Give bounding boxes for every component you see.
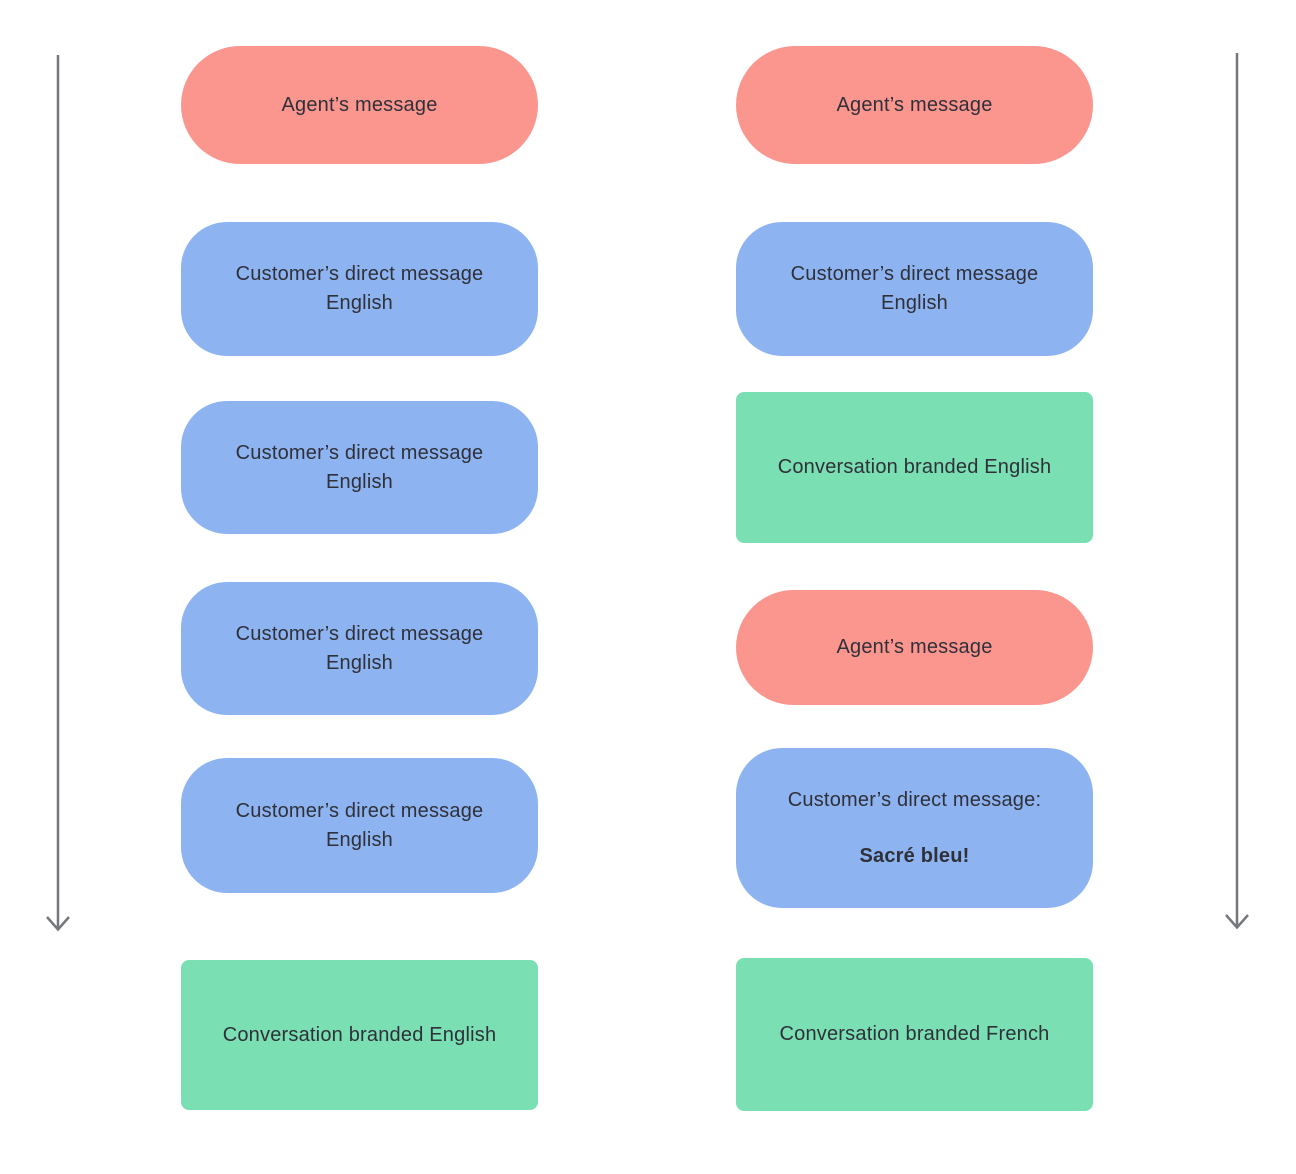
customer-message-bubble: Customer’s direct message English	[181, 401, 538, 534]
customer-message-bubble: Customer’s direct message English	[181, 758, 538, 893]
branded-message-bubble: Conversation branded English	[181, 960, 538, 1110]
right-flow-arrow	[1225, 53, 1249, 930]
bubble-text-line: Customer’s direct message	[790, 263, 1039, 285]
agent-message-bubble: Agent’s message	[736, 46, 1093, 164]
bubble-text-line: Customer’s direct message:	[787, 788, 1042, 811]
customer-message-bubble: Customer’s direct message English	[181, 582, 538, 715]
bubble-text-line: Customer’s direct message	[235, 799, 484, 822]
bubble-text-line: Conversation branded English	[222, 1023, 497, 1046]
bubble-text-line-bold: Sacré bleu!	[859, 844, 970, 867]
customer-message-bubble: Customer’s direct message: Sacré bleu!	[736, 748, 1093, 908]
agent-message-bubble: Agent’s message	[181, 46, 538, 164]
bubble-text-line: Agent’s message	[836, 93, 993, 116]
branded-message-bubble: Conversation branded French	[736, 958, 1093, 1111]
bubble-text-line: Conversation branded English	[777, 456, 1052, 478]
bubble-text-line: English	[881, 292, 948, 314]
customer-message-bubble: Customer’s direct message English	[181, 222, 538, 356]
bubble-text-line: English	[326, 651, 393, 674]
arrow-down-icon	[1225, 53, 1249, 930]
bubble-text-line: Conversation branded French	[779, 1023, 1050, 1045]
customer-message-bubble: Customer’s direct message English	[736, 222, 1093, 356]
bubble-text-line: Customer’s direct message	[235, 263, 484, 285]
arrow-down-icon	[46, 55, 70, 932]
bubble-text-line: Agent’s message	[281, 93, 438, 116]
bubble-text-line: Customer’s direct message	[235, 622, 484, 645]
bubble-text-line: Customer’s direct message	[235, 441, 484, 464]
bubble-text-line: English	[326, 292, 393, 314]
bubble-text-line: Agent’s message	[836, 636, 993, 658]
agent-message-bubble: Agent’s message	[736, 590, 1093, 705]
left-flow-arrow	[46, 55, 70, 932]
bubble-text-line: English	[326, 828, 393, 851]
bubble-text-line: English	[326, 470, 393, 493]
branded-message-bubble: Conversation branded English	[736, 392, 1093, 543]
